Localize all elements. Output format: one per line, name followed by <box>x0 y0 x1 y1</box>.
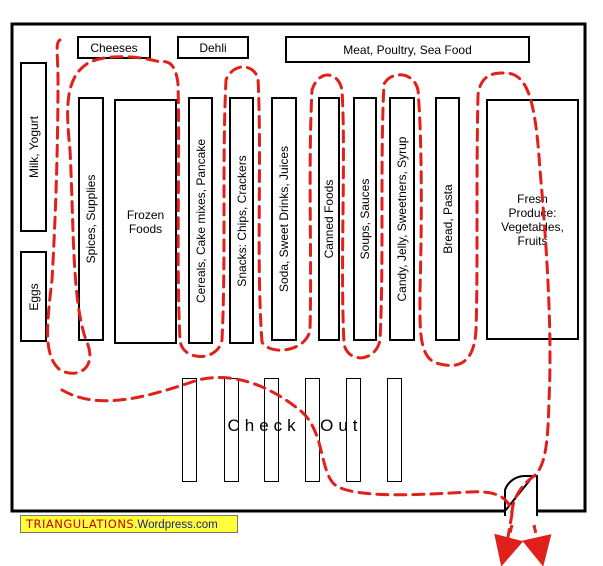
aisle-bread: Bread, Pasta <box>435 97 460 341</box>
aisle-label: Candy, Jelly, Sweetners, Syrup <box>395 136 409 302</box>
eggs-section: Eggs <box>20 251 47 342</box>
eggs-label: Eggs <box>26 282 41 311</box>
aisle-label: Canned Foods <box>322 179 336 259</box>
aisle-label: Soups, Sauces <box>358 178 372 260</box>
aisle-candy: Candy, Jelly, Sweetners, Syrup <box>389 97 415 341</box>
aisle-label: Spices, Supplies <box>84 174 98 264</box>
watermark: TRIANGULATIONS.Wordpress.com <box>20 515 238 533</box>
aisle-spices: Spices, Supplies <box>78 97 104 341</box>
meat-label: Meat, Poultry, Sea Food <box>343 42 472 57</box>
produce-line: Fresh <box>517 191 548 206</box>
produce-line: Produce: <box>508 205 557 220</box>
aisle-snacks: Snacks: Chips, Crackers <box>229 97 254 344</box>
aisle-soda: Soda, Sweet Drinks, Juices <box>271 97 297 341</box>
aisle-cereals: Cereals, Cake mixes, Pancake <box>188 97 213 344</box>
aisle-canned: Canned Foods <box>318 97 340 341</box>
aisle-soups: Soups, Sauces <box>353 97 377 341</box>
milk-yogurt-section: Milk, Yogurt <box>20 62 47 232</box>
aisle-label: Bread, Pasta <box>440 184 455 254</box>
aisle-label: Frozen Foods <box>126 207 165 236</box>
watermark-suffix: .Wordpress.com <box>134 519 218 531</box>
produce-line: Vegetables, <box>501 219 564 234</box>
meat-section: Meat, Poultry, Sea Food <box>285 36 530 63</box>
checkout-label: Check Out <box>227 416 363 435</box>
dehli-section: Dehli <box>177 36 249 59</box>
watermark-name: TRIANGULATIONS <box>26 517 135 531</box>
cheeses-section: Cheeses <box>77 36 151 59</box>
aisle-frozen: Frozen Foods <box>114 99 177 344</box>
produce-line: Fruits <box>517 233 548 248</box>
milk-yogurt-label: Milk, Yogurt <box>26 115 41 179</box>
aisle-label: Snacks: Chips, Crackers <box>234 154 249 287</box>
aisle-label: Cereals, Cake mixes, Pancake <box>193 138 208 303</box>
dehli-label: Dehli <box>199 40 227 55</box>
cheeses-label: Cheeses <box>90 40 138 55</box>
produce-section: Fresh Produce: Vegetables, Fruits <box>486 99 579 340</box>
aisle-label: Soda, Sweet Drinks, Juices <box>277 145 291 293</box>
